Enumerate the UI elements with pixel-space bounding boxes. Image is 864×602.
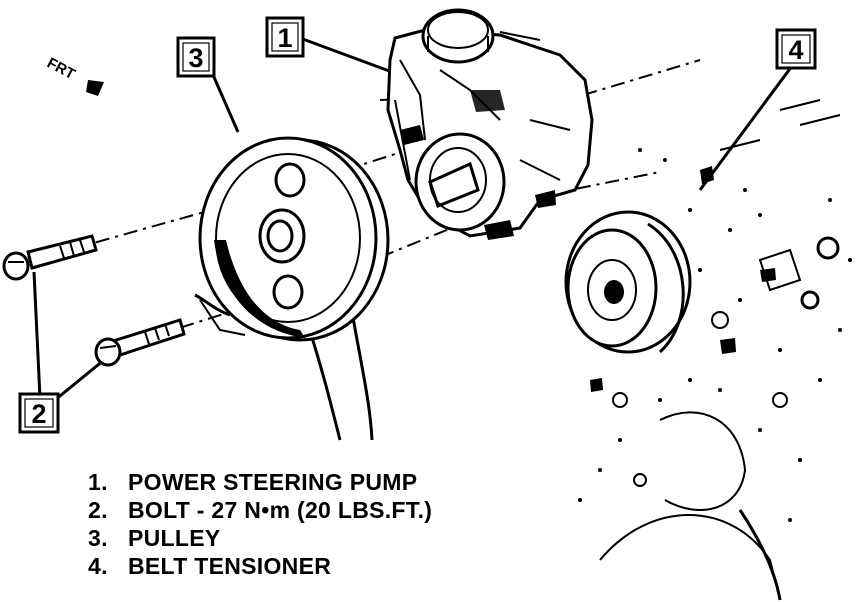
legend-item: 2. BOLT - 27 N•m (20 LBS.FT.): [88, 496, 432, 524]
legend-item-text: BELT TENSIONER: [128, 553, 332, 579]
callout-3: 3: [176, 36, 216, 78]
legend-item-text: BOLT - 27 N•m (20 LBS.FT.): [128, 497, 433, 523]
leader-line-1: [299, 36, 393, 74]
legend-item-number: 2.: [88, 497, 108, 523]
power-steering-pump: [386, 8, 594, 240]
leader-line-4: [698, 65, 794, 191]
callout-4: 4: [775, 28, 817, 70]
callout-1-label: 1: [277, 23, 292, 53]
front-arrow-icon: [86, 80, 104, 96]
callout-1: 1: [265, 16, 305, 58]
legend-item-number: 1.: [88, 469, 108, 495]
bolts: [2, 234, 186, 367]
leader-line-2a: [32, 271, 42, 399]
leader-lines: [32, 36, 794, 402]
legend-item-text: POWER STEERING PUMP: [128, 469, 418, 495]
bolt-lower: [94, 318, 186, 367]
legend-item: 1. POWER STEERING PUMP: [88, 468, 432, 496]
leader-line-2b: [54, 358, 105, 402]
pulley: [194, 136, 390, 441]
legend-item-number: 3.: [88, 525, 108, 551]
engine-texture: [578, 148, 852, 522]
legend-item-number: 4.: [88, 553, 108, 579]
legend-item-text: PULLEY: [128, 525, 221, 551]
front-direction-marker: FRT: [44, 55, 104, 96]
bolt-upper: [2, 234, 98, 281]
belt-tensioner: [564, 210, 692, 354]
callout-2-label: 2: [31, 399, 46, 429]
engine-block: [590, 99, 841, 601]
legend-item: 4. BELT TENSIONER: [88, 552, 432, 580]
front-direction-label: FRT: [44, 55, 78, 84]
callout-2: 2: [18, 392, 60, 434]
legend-item: 3. PULLEY: [88, 524, 432, 552]
reservoir-cap: [421, 8, 495, 64]
leader-line-3: [208, 67, 240, 133]
callout-3-label: 3: [188, 43, 203, 73]
callout-4-label: 4: [788, 35, 803, 65]
parts-legend: 1. POWER STEERING PUMP 2. BOLT - 27 N•m …: [88, 468, 432, 580]
